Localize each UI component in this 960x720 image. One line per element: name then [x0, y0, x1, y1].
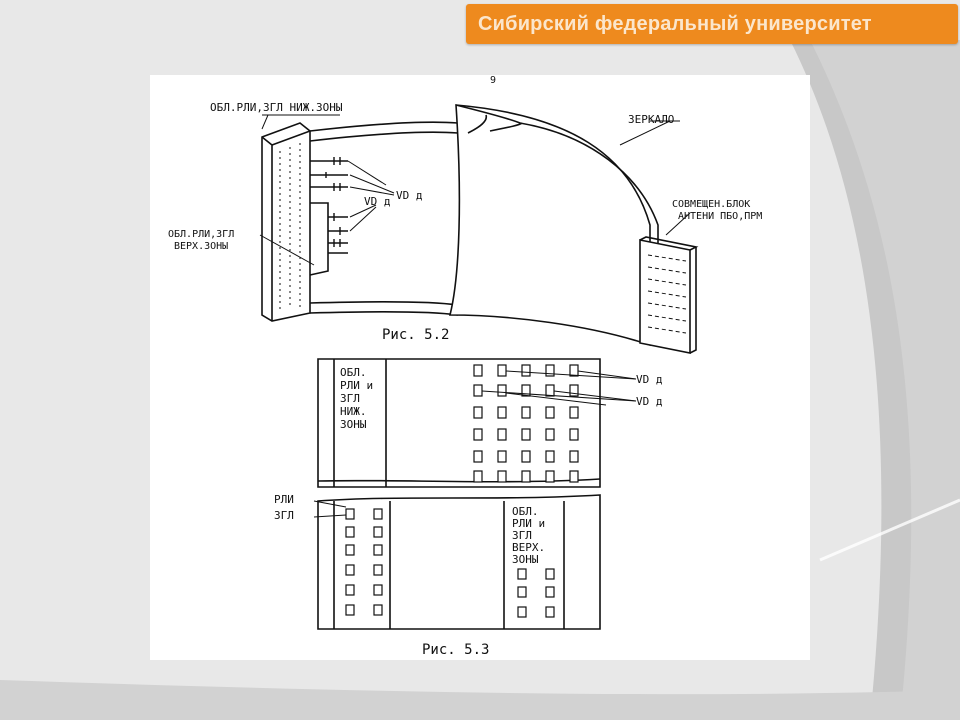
header-banner: Сибирский федеральный университет [466, 4, 958, 44]
fig53-lower-line-5: ЗОНЫ [512, 553, 539, 566]
fig52-label-vd2: VD д [364, 195, 391, 208]
fig53-lower-line-3: ЗГЛ [512, 529, 532, 542]
fig-5-3-lower-panel [313, 494, 601, 630]
fig52-label-top-block: ОБЛ.РЛИ,ЗГЛ НИЖ.ЗОНЫ [210, 101, 343, 114]
fig53-caption: Рис. 5.3 [422, 642, 489, 658]
fig52-caption: Рис. 5.2 [382, 327, 449, 343]
fig53-upper-line-4: НИЖ. [340, 405, 367, 418]
fig53-lower-line-4: ВЕРХ. [512, 541, 545, 554]
fig53-left-label-2: ЗГЛ [274, 509, 294, 522]
fig52-label-vd: VD д [396, 189, 423, 202]
fig52-label-mid-2: ВЕРХ.ЗОНЫ [174, 241, 228, 252]
fig52-label-combined-1: СОВМЕЩЕН.БЛОК [672, 199, 750, 210]
fig53-upper-line-1: ОБЛ. [340, 366, 367, 379]
header-title: Сибирский федеральный университет [478, 12, 872, 35]
fig53-lower-line-1: ОБЛ. [512, 505, 539, 518]
fig-5-3-upper-panel [317, 358, 637, 488]
fig53-upper-line-5: ЗОНЫ [340, 418, 367, 431]
page-number: 9 [490, 75, 496, 86]
fig53-vd-label-1: VD д [636, 373, 663, 386]
fig52-label-mirror: ЗЕРКАЛО [628, 113, 674, 126]
scanned-page: 9 [150, 75, 810, 660]
fig52-label-combined-2: АНТЕНИ ПБО,ПРМ [678, 211, 762, 222]
fig53-upper-line-3: ЗГЛ [340, 392, 360, 405]
scan-drawing: 9 [168, 75, 762, 658]
fig53-vd-label-2: VD д [636, 395, 663, 408]
fig53-lower-line-2: РЛИ и [512, 517, 545, 530]
fig52-label-mid-1: ОБЛ.РЛИ,ЗГЛ [168, 229, 234, 240]
fig53-upper-line-2: РЛИ и [340, 379, 373, 392]
fig-5-2 [259, 104, 699, 354]
fig53-left-label-1: РЛИ [274, 493, 294, 506]
